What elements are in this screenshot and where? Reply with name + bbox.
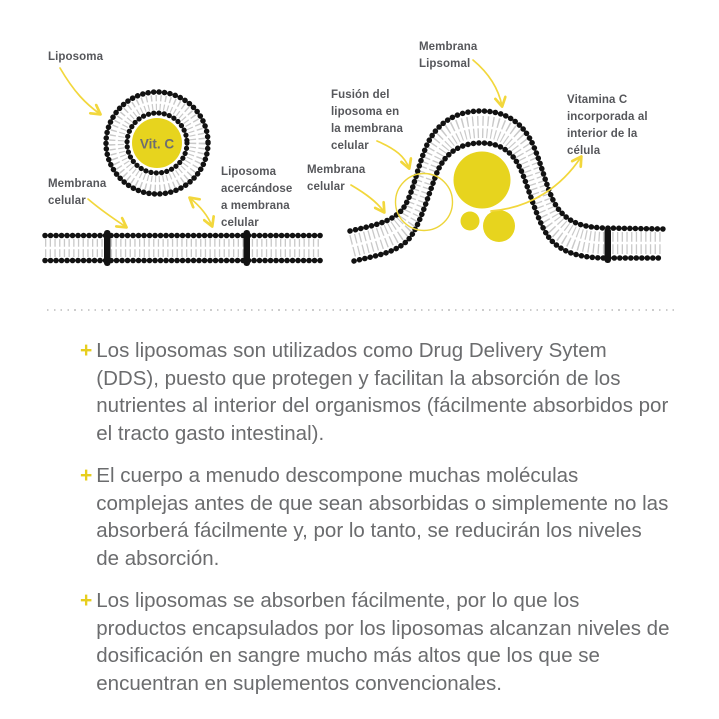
cell-membrane-left (42, 230, 324, 266)
label-liposoma-acercandose: Liposoma acercándose a membrana celular (221, 166, 293, 229)
label-liposoma: Liposoma (48, 51, 104, 63)
bullet-text: Los liposomas se absorben fácilmente, po… (96, 589, 676, 695)
plus-bullet-icon: + (80, 339, 93, 362)
label-membrana-celular-left: Membrana celular (48, 178, 107, 207)
membrane-protein-bar (604, 228, 611, 263)
label-fusion-liposoma: Fusión del liposoma en la membrana celul… (331, 89, 404, 152)
arrow-fusion (376, 140, 409, 168)
vitamin-c-core (132, 118, 182, 168)
membrane-hump-inner-heads (351, 140, 664, 264)
list-item: + Los liposomas se absorben fácilmente, … (80, 587, 670, 697)
arrow-membrana-lipsomal (472, 59, 502, 106)
liposome-tail-gap (115, 101, 199, 185)
membrane-protein-bar (243, 230, 250, 266)
dotted-divider (47, 309, 675, 311)
arrow-membrana-celular-right (350, 184, 384, 212)
bullet-list: + Los liposomas son utilizados como Drug… (80, 337, 670, 712)
liposome-inner-head-ring (124, 110, 190, 176)
liposome: Vit. C (103, 89, 211, 197)
arrow-membrana-celular-left (87, 198, 126, 227)
vitamin-c-blob-medium (483, 210, 515, 242)
bullet-text: Los liposomas son utilizados como Drug D… (96, 339, 674, 445)
vit-c-text: Vit. C (140, 137, 175, 152)
plus-bullet-icon: + (80, 589, 93, 612)
plus-bullet-icon: + (80, 464, 93, 487)
label-vitamina-c-incorporada: Vitamina C incorporada al interior de la… (567, 94, 648, 157)
cell-membrane-right-hump (347, 108, 668, 264)
membrane-protein-bar (104, 230, 111, 266)
label-membrana-lipsomal: Membrana Lipsomal (419, 41, 478, 70)
fusion-highlight-ring (394, 172, 454, 232)
list-item: + Los liposomas son utilizados como Drug… (80, 337, 670, 447)
liposome-diagram: Vit. C (42, 59, 668, 266)
bullet-text: El cuerpo a menudo descompone muchas mol… (96, 464, 675, 570)
membrane-hump-gap (351, 125, 663, 248)
vitamin-c-blob-large (453, 151, 511, 209)
annotation-arrows (59, 59, 581, 227)
liposome-outer-head-ring (103, 89, 211, 197)
arrow-vitamina-c (490, 157, 581, 212)
membrane-hump-outer-heads (347, 108, 668, 234)
vitamin-c-blob-small (460, 211, 480, 231)
arrow-liposoma (59, 67, 100, 114)
vitamin-c-released (453, 151, 515, 242)
list-item: + El cuerpo a menudo descompone muchas m… (80, 462, 670, 572)
arrow-liposome-approaching (190, 198, 212, 226)
label-membrana-celular-right: Membrana celular (307, 164, 366, 193)
